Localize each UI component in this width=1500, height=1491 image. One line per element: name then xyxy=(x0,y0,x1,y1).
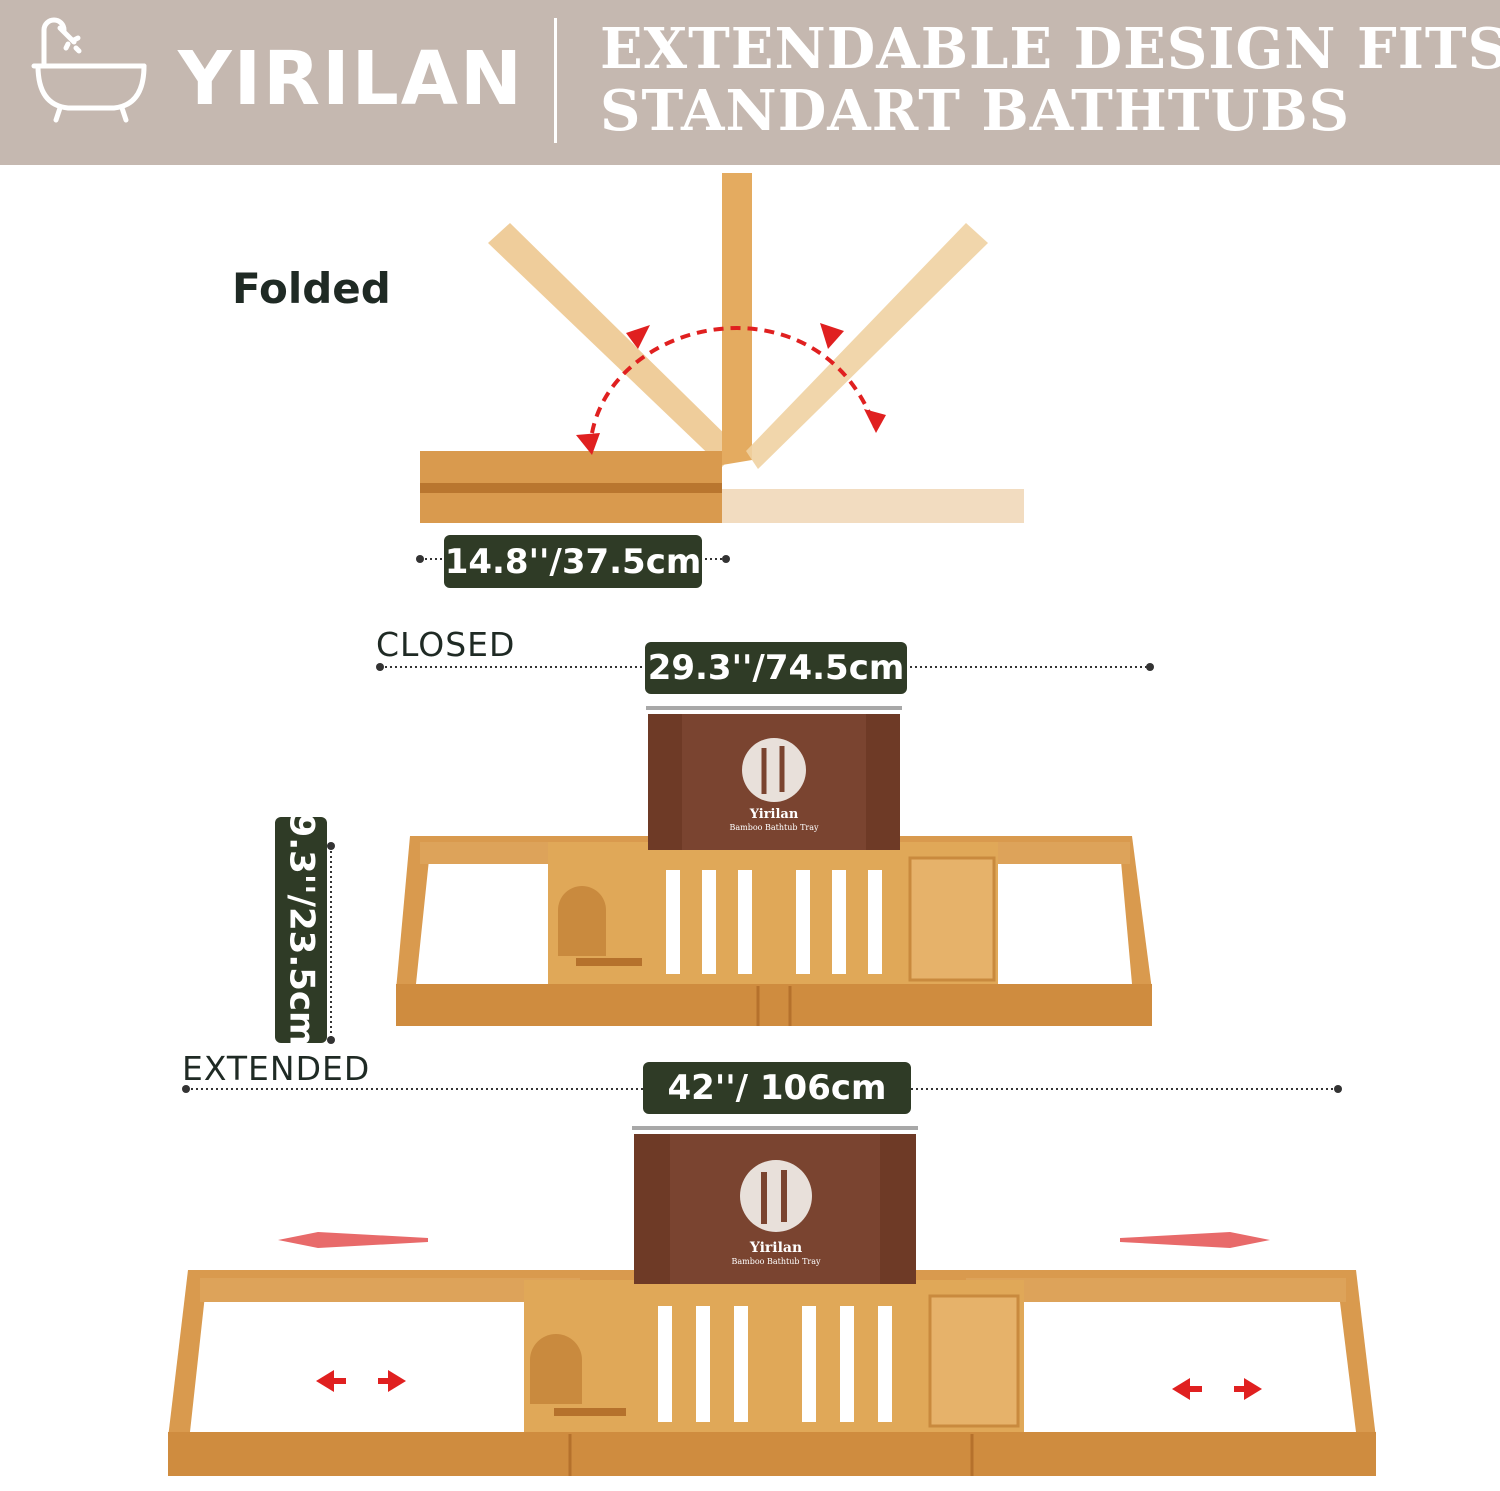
closed-width-badge: 29.3''/74.5cm xyxy=(645,642,907,694)
folded-arm-vertical xyxy=(722,173,752,465)
closed-height-text: 9.3''/23.5cm xyxy=(281,813,321,1047)
closed-stand-logo xyxy=(742,738,806,802)
fold-arrow-top-left xyxy=(626,325,650,349)
folded-tray-illustration xyxy=(420,173,1024,523)
closed-stand-rod xyxy=(646,706,902,710)
bathtub-shower-icon xyxy=(31,17,147,123)
headline: EXTENDABLE DESIGN FITS STANDART BATHTUBS xyxy=(600,16,1500,144)
header-divider xyxy=(554,18,557,143)
extended-stand-rod xyxy=(632,1126,918,1130)
extended-phone-slot xyxy=(928,1294,1020,1428)
folded-dimension-badge: 14.8''/37.5cm xyxy=(444,535,702,588)
fold-rotation-arc xyxy=(590,326,877,434)
closed-frame-front xyxy=(396,984,1152,1026)
slide-arrow-left xyxy=(278,1232,428,1248)
extended-stand-caption: Bamboo Bathtub Tray xyxy=(731,1257,821,1266)
extended-label: EXTENDED xyxy=(182,1049,371,1088)
folded-label: Folded xyxy=(232,264,391,313)
closed-phone-slot xyxy=(908,856,996,982)
extended-frame-front xyxy=(168,1432,1376,1476)
folded-base-right xyxy=(722,489,1024,523)
folded-arm-left xyxy=(488,223,740,467)
brand-name: YIRILAN xyxy=(178,36,524,122)
header-bar xyxy=(0,0,1500,165)
extended-tray-illustration: Yirilan Bamboo Bathtub Tray xyxy=(168,1126,1376,1476)
headline-line-2: STANDART BATHTUBS xyxy=(600,78,1351,144)
fold-arrow-left xyxy=(576,433,600,455)
closed-stand-caption: Bamboo Bathtub Tray xyxy=(729,823,819,832)
folded-base-slot xyxy=(420,483,722,493)
closed-label: CLOSED xyxy=(376,625,516,664)
extend-arrows-right xyxy=(1172,1378,1262,1400)
closed-glass-slot xyxy=(558,886,606,956)
headline-line-1: EXTENDABLE DESIGN FITS xyxy=(600,16,1500,82)
extended-glass-slot xyxy=(530,1334,582,1404)
fold-arrow-top-right xyxy=(820,323,844,349)
fold-arrow-right xyxy=(864,409,886,433)
extend-arrows-left xyxy=(316,1370,406,1392)
closed-tray-illustration: Yirilan Bamboo Bathtub Tray xyxy=(396,706,1152,1026)
extended-stand-logo-text: Yirilan xyxy=(749,1240,802,1256)
extended-width-badge: 42''/ 106cm xyxy=(643,1062,911,1114)
closed-height-line xyxy=(327,842,335,1044)
slide-arrow-right xyxy=(1120,1232,1270,1248)
folded-arm-right xyxy=(746,223,988,469)
extended-stand-logo xyxy=(740,1160,812,1232)
closed-height-badge: 9.3''/23.5cm xyxy=(275,814,327,1046)
closed-stand-logo-text: Yirilan xyxy=(749,807,799,822)
